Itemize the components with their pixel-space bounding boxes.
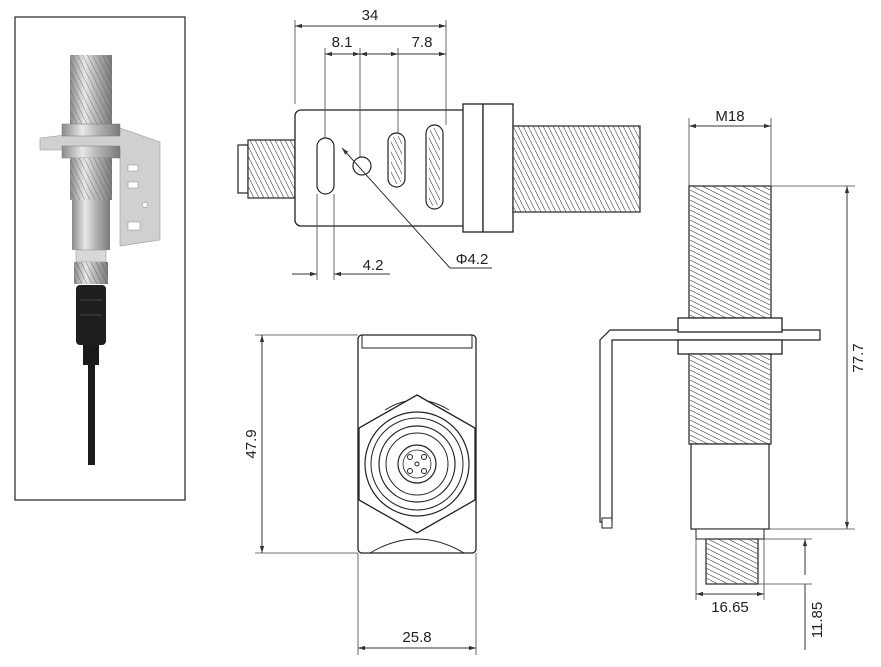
dim-front-width: 25.8 xyxy=(402,629,431,646)
sensor-bracket xyxy=(599,329,821,523)
sensor-nut-upper xyxy=(677,317,783,333)
dim-side-slot-2: 7.8 xyxy=(412,34,433,51)
dim-side-overall: 34 xyxy=(362,7,379,24)
photo-bracket xyxy=(39,127,161,247)
side-hole xyxy=(352,156,372,176)
sensor-view: M18 77.7 16.65 11.85 xyxy=(599,108,867,650)
front-view: 47.9 25.8 xyxy=(243,334,477,655)
dim-thread-size: M18 xyxy=(715,108,744,125)
dim-sensor-length: 77.7 xyxy=(850,343,867,372)
dim-side-hole-dia: Φ4.2 xyxy=(456,251,489,268)
side-view: 34 8.1 7.8 4.2 Φ4.2 xyxy=(237,7,641,280)
sensor-nut-lower xyxy=(677,339,783,355)
dim-connector-length: 11.85 xyxy=(809,602,826,638)
dim-side-hole-offset: 4.2 xyxy=(363,257,384,274)
photo-cable xyxy=(88,365,95,465)
dim-connector-width: 16.65 xyxy=(711,599,749,616)
sensor-body xyxy=(690,443,770,530)
dim-front-height: 47.9 xyxy=(243,429,260,458)
side-slot-1 xyxy=(316,137,335,195)
side-nut xyxy=(482,103,514,233)
product-photo xyxy=(14,16,186,501)
dim-side-slot-1: 8.1 xyxy=(332,34,353,51)
front-connector-face xyxy=(397,444,437,484)
